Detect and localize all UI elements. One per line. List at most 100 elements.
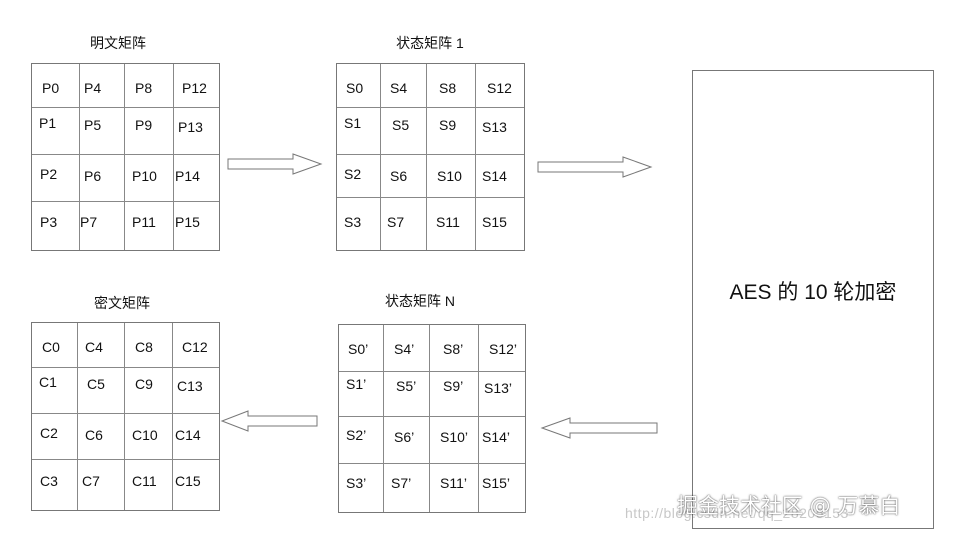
grid-row-divider [337, 107, 524, 108]
matrix-cell: P12 [182, 80, 207, 96]
matrix-cell: S7 [387, 214, 405, 230]
csdn-url-watermark: http://blog.csdn.net/qq_28205153 [625, 505, 849, 521]
matrix-cell: S9 [439, 117, 457, 133]
grid-row-divider [32, 201, 219, 202]
matrix-cell: P10 [132, 168, 157, 184]
matrix-cell: C1 [39, 374, 57, 390]
grid-row-divider [339, 371, 525, 372]
matrix-cell: S10 [437, 168, 462, 184]
matrix-cell: C5 [87, 376, 105, 392]
matrix-cell: S0’ [348, 341, 369, 357]
arrow-aes-to-stateN [540, 417, 658, 439]
matrix-cell: P13 [178, 119, 203, 135]
matrix-cell: S2’ [346, 427, 367, 443]
grid-row-divider [339, 416, 525, 417]
matrix-cell: S7’ [391, 475, 412, 491]
grid-column-divider [429, 325, 430, 512]
matrix-cell: C0 [42, 339, 60, 355]
matrix-cell: C13 [177, 378, 203, 394]
grid-column-divider [77, 323, 78, 510]
grid-column-divider [124, 323, 125, 510]
matrix-cell: C7 [82, 473, 100, 489]
grid-column-divider [172, 323, 173, 510]
matrix-cell: S15’ [482, 475, 511, 491]
matrix-cell: C10 [132, 427, 158, 443]
grid-row-divider [337, 154, 524, 155]
grid-column-divider [124, 64, 125, 250]
matrix-cell: C4 [85, 339, 103, 355]
matrix-cell: S6 [390, 168, 408, 184]
arrow-stateN-to-ciphertext [220, 410, 318, 432]
matrix-cell: C15 [175, 473, 201, 489]
matrix-cell: S1’ [346, 376, 367, 392]
matrix-cell: P3 [40, 214, 58, 230]
matrix-cell: S3’ [346, 475, 367, 491]
plaintext-matrix-title: 明文矩阵 [90, 35, 146, 51]
grid-row-divider [32, 459, 219, 460]
matrix-cell: P1 [39, 115, 57, 131]
matrix-cell: S5’ [396, 378, 417, 394]
grid-row-divider [32, 367, 219, 368]
matrix-cell: S13 [482, 119, 507, 135]
aes-encryption-box: AES 的 10 轮加密 [692, 70, 934, 529]
matrix-cell: P14 [175, 168, 200, 184]
matrix-cell: C14 [175, 427, 201, 443]
matrix-cell: C6 [85, 427, 103, 443]
grid-column-divider [79, 64, 80, 250]
matrix-cell: S4’ [394, 341, 415, 357]
matrix-cell: S6’ [394, 429, 415, 445]
matrix-cell: P11 [132, 214, 156, 230]
matrix-cell: P2 [40, 166, 58, 182]
grid-column-divider [478, 325, 479, 512]
matrix-cell: C11 [132, 473, 157, 489]
ciphertext-matrix-title: 密文矩阵 [94, 295, 150, 311]
matrix-cell: S9’ [443, 378, 464, 394]
matrix-cell: S8’ [443, 341, 464, 357]
matrix-cell: P8 [135, 80, 153, 96]
aes-encryption-label: AES 的 10 轮加密 [729, 281, 897, 304]
matrix-cell: P15 [175, 214, 200, 230]
matrix-cell: S13’ [484, 380, 513, 396]
matrix-cell: S1 [344, 115, 362, 131]
matrix-cell: S10’ [440, 429, 469, 445]
grid-column-divider [173, 64, 174, 250]
matrix-cell: S3 [344, 214, 362, 230]
grid-row-divider [32, 107, 219, 108]
matrix-cell: C3 [40, 473, 58, 489]
state-matrix-1-title: 状态矩阵 1 [396, 35, 464, 51]
matrix-cell: P5 [84, 117, 102, 133]
state-matrix-n: S0’ S4’ S8’ S12’ S1’ S5’ S9’ S13’ S2’ S6’ S10’ S14’… [338, 324, 526, 513]
grid-column-divider [383, 325, 384, 512]
matrix-cell: P9 [135, 117, 153, 133]
matrix-cell: S5 [392, 117, 410, 133]
grid-column-divider [380, 64, 381, 250]
matrix-cell: S2 [344, 166, 362, 182]
matrix-cell: C9 [135, 376, 153, 392]
matrix-cell: S15 [482, 214, 507, 230]
matrix-cell: S14’ [482, 429, 511, 445]
arrow-plaintext-to-state1 [227, 153, 323, 175]
matrix-cell: C2 [40, 425, 58, 441]
grid-row-divider [339, 463, 525, 464]
grid-row-divider [32, 154, 219, 155]
matrix-cell: S0 [346, 80, 364, 96]
matrix-cell: S4 [390, 80, 408, 96]
matrix-cell: S8 [439, 80, 457, 96]
juejin-brand-watermark: 掘金技术社区 @ 万慕白 [677, 494, 901, 518]
grid-column-divider [475, 64, 476, 250]
matrix-cell: P4 [84, 80, 102, 96]
matrix-cell: S12 [487, 80, 512, 96]
grid-row-divider [337, 197, 524, 198]
grid-column-divider [426, 64, 427, 250]
matrix-cell: S12’ [489, 341, 518, 357]
matrix-cell: P0 [42, 80, 60, 96]
matrix-cell: S11’ [440, 475, 467, 491]
matrix-cell: P6 [84, 168, 102, 184]
matrix-cell: C12 [182, 339, 208, 355]
matrix-cell: S11 [436, 214, 460, 230]
arrow-state1-to-aes [537, 156, 653, 178]
state-matrix-n-title: 状态矩阵 N [385, 293, 455, 309]
